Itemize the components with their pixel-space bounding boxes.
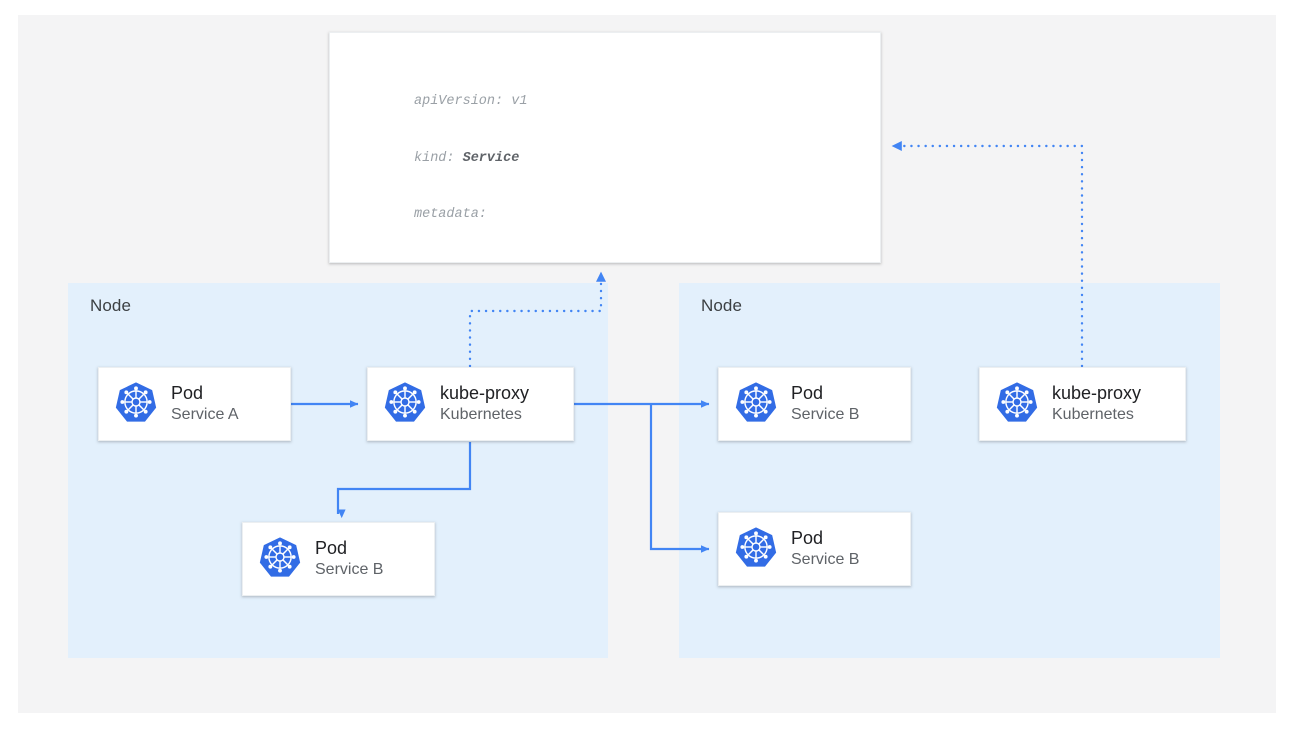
node-left-label: Node bbox=[90, 296, 132, 315]
kubernetes-icon bbox=[996, 381, 1038, 428]
yaml-line-kind: kind: Service bbox=[414, 150, 738, 169]
yaml-line-apiversion: apiVersion: v1 bbox=[414, 93, 528, 109]
card-pod-service-a[interactable]: Pod Service A bbox=[98, 367, 291, 441]
kubernetes-icon bbox=[735, 526, 777, 573]
kubernetes-icon bbox=[115, 381, 157, 428]
kubernetes-icon bbox=[384, 381, 426, 428]
card-pod-service-b-right-upper[interactable]: Pod Service B bbox=[718, 367, 911, 441]
yaml-kind-key: kind: bbox=[414, 150, 463, 166]
card-subtitle: Kubernetes bbox=[440, 406, 522, 424]
kubernetes-icon bbox=[735, 381, 777, 428]
card-kube-proxy-left[interactable]: kube-proxy Kubernetes bbox=[367, 367, 574, 441]
yaml-kind-value: Service bbox=[462, 150, 520, 166]
node-group-right: Node bbox=[679, 283, 1220, 658]
card-pod-service-b-right-lower[interactable]: Pod Service B bbox=[718, 512, 911, 586]
card-title: Pod bbox=[315, 537, 348, 558]
node-group-left: Node bbox=[68, 283, 608, 658]
card-title: kube-proxy bbox=[1052, 382, 1142, 403]
node-right-label: Node bbox=[701, 296, 743, 315]
card-title: Pod bbox=[791, 382, 824, 403]
card-pod-service-b-left[interactable]: Pod Service B bbox=[242, 522, 435, 596]
card-subtitle: Service B bbox=[791, 406, 860, 424]
card-title: Pod bbox=[171, 382, 204, 403]
card-subtitle: Service B bbox=[791, 551, 860, 569]
yaml-line-metadata: metadata: bbox=[414, 207, 487, 223]
service-spec-card: apiVersion: v1 kind: Service metadata: n… bbox=[329, 32, 881, 263]
card-kube-proxy-right[interactable]: kube-proxy Kubernetes bbox=[979, 367, 1186, 441]
card-title: Pod bbox=[791, 527, 824, 548]
card-subtitle: Service A bbox=[171, 406, 239, 424]
card-subtitle: Service B bbox=[315, 561, 384, 579]
service-spec-yaml: apiVersion: v1 kind: Service metadata: n… bbox=[414, 55, 738, 262]
kubernetes-icon bbox=[259, 536, 301, 583]
card-title: kube-proxy bbox=[440, 382, 530, 403]
card-subtitle: Kubernetes bbox=[1052, 406, 1134, 424]
